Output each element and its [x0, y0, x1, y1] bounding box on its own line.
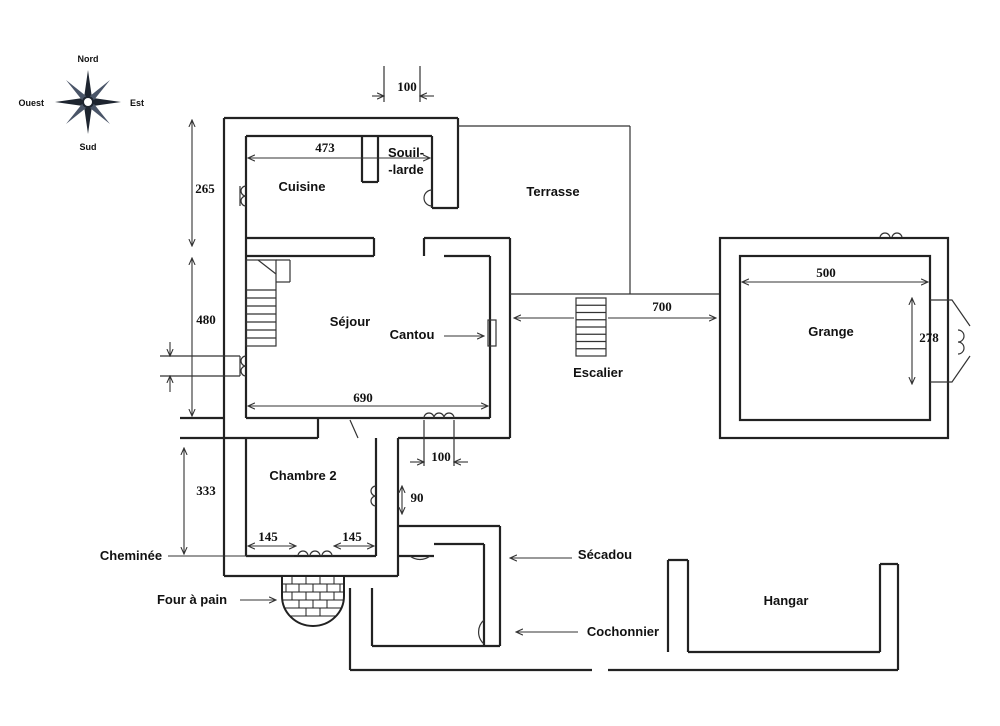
room-label-grange: Grange [808, 324, 854, 339]
dim-label-100-top: 100 [397, 79, 417, 94]
room-label-souillarde-1: Souil- [388, 145, 424, 160]
room-label-cantou: Cantou [390, 327, 435, 342]
room-label-sejour: Séjour [330, 314, 370, 329]
dimension-lines [160, 66, 928, 554]
callout-label-cochonnier: Cochonnier [587, 624, 659, 639]
callout-label-four-a-pain: Four à pain [157, 592, 227, 607]
dim-label-278: 278 [919, 330, 939, 345]
room-label-chambre-2: Chambre 2 [269, 468, 336, 483]
grange-walls [718, 236, 971, 440]
annex-walls [348, 524, 592, 672]
callout-label-cheminee: Cheminée [100, 548, 162, 563]
room-label-souillarde-2: -larde [388, 162, 423, 177]
compass-north-label: Nord [78, 54, 99, 64]
dim-label-265: 265 [195, 181, 215, 196]
house-walls [180, 116, 512, 578]
dim-label-480: 480 [196, 312, 216, 327]
compass-rose-icon [55, 70, 121, 134]
dim-label-100-mid: 100 [431, 449, 451, 464]
dim-label-145-left: 145 [258, 529, 278, 544]
cantou-fireplace-icon [487, 319, 497, 347]
room-label-cuisine: Cuisine [279, 179, 326, 194]
room-label-hangar: Hangar [764, 593, 809, 608]
compass-east-label: Est [130, 98, 144, 108]
hangar-walls [608, 558, 900, 672]
dim-label-333: 333 [196, 483, 216, 498]
callout-label-secadou: Sécadou [578, 547, 632, 562]
room-label-terrasse: Terrasse [526, 184, 579, 199]
dim-label-90: 90 [411, 490, 424, 505]
dim-label-500: 500 [816, 265, 836, 280]
window-symbols [239, 185, 903, 557]
room-label-escalier: Escalier [573, 365, 623, 380]
compass-west-label: Ouest [18, 98, 44, 108]
terrasse-outline [458, 125, 720, 295]
dim-label-473: 473 [315, 140, 335, 155]
dim-label-690: 690 [353, 390, 373, 405]
staircase-sejour [246, 289, 276, 339]
staircase-exterior [575, 297, 607, 357]
dim-label-700: 700 [652, 299, 672, 314]
dim-label-145-right: 145 [342, 529, 362, 544]
bread-oven-icon [281, 575, 345, 627]
callout-arrows [168, 336, 578, 632]
compass-south-label: Sud [80, 142, 97, 152]
